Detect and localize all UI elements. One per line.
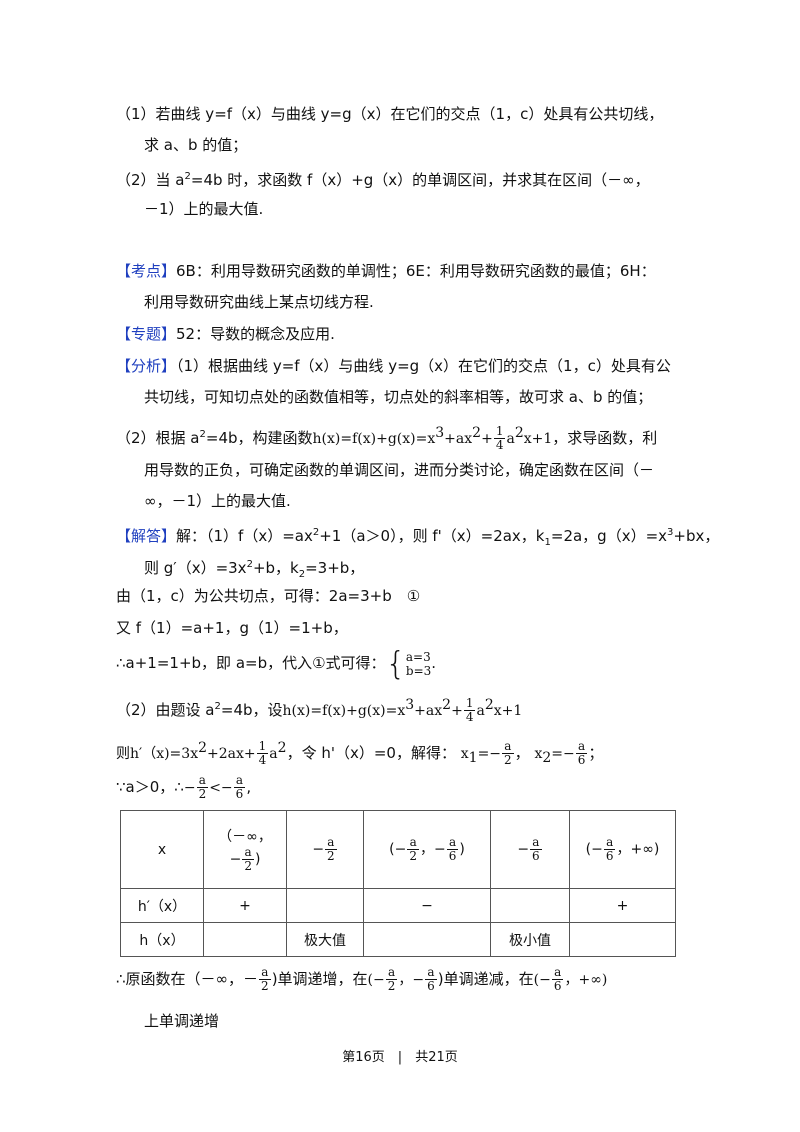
table-row: h（x） 极大值 极小值 [120, 922, 676, 957]
table-cell: + [203, 888, 287, 923]
kaodian-line2: 利用导数研究曲线上某点切线方程. [144, 293, 374, 311]
jieda-line4: 又 f（1）=a+1，g（1）=1+b， [116, 619, 348, 637]
jieda-tag: 【解答】 [116, 527, 177, 545]
fenxi-line1: 【分析】（1）根据曲线 y=f（x）与曲线 y=g（x）在它们的交点（1，c）处… [116, 357, 671, 375]
zhuanti-tag: 【专题】 [116, 325, 177, 343]
problem-q2-line1: （2）当 a2=4b 时，求函数 f（x）+g（x）的单调区间，并求其在区间（－… [116, 171, 650, 189]
kaodian-line1: 【考点】6B：利用导数研究函数的单调性；6E：利用导数研究函数的最值；6H： [116, 262, 656, 280]
page-footer: 第16页 | 共21页 [342, 1050, 458, 1065]
table-cell: − [363, 888, 491, 923]
fenxi-line5: ∞，－1）上的最大值. [144, 492, 291, 510]
table-cell [490, 888, 570, 923]
table-cell: x [120, 810, 204, 889]
problem-q2-line2: －1）上的最大值. [144, 200, 264, 218]
table-cell: h（x） [120, 922, 204, 957]
table-cell [363, 922, 491, 957]
system-brace: { [385, 644, 406, 683]
jieda-line1: 【解答】解：（1）f（x）=ax2+1（a＞0），则 f'（x）=2ax，k1=… [116, 527, 720, 548]
table-cell [569, 922, 676, 957]
problem-q1-line2: 求 a、b 的值； [144, 136, 248, 154]
table-cell: 极小值 [490, 922, 570, 957]
table-cell: h′（x） [120, 888, 204, 923]
table-cell: 极大值 [286, 922, 364, 957]
table-row: h′（x） + − + [120, 888, 676, 923]
table-cell: + [569, 888, 676, 923]
zhuanti-line: 【专题】52：导数的概念及应用. [116, 325, 335, 343]
fenxi-line4: 用导数的正负，可确定函数的单调区间，进而分类讨论，确定函数在区间（－ [144, 461, 655, 479]
jieda-line2: 则 g′（x）=3x2+b，k2=3+b， [144, 559, 365, 580]
conclusion-line2: 上单调递增 [144, 1012, 220, 1030]
fenxi-tag: 【分析】 [116, 357, 177, 375]
table-cell [203, 922, 287, 957]
fenxi-line2: 共切线，可知切点处的函数值相等，切点处的斜率相等，故可求 a、b 的值； [144, 388, 653, 406]
jieda-line3: 由（1，c）为公共切点，可得：2a=3+b ① [116, 587, 421, 605]
table-cell [286, 888, 364, 923]
problem-q1-line1: （1）若曲线 y=f（x）与曲线 y=g（x）在它们的交点（1，c）处具有公共切… [116, 105, 664, 123]
kaodian-tag: 【考点】 [116, 262, 177, 280]
